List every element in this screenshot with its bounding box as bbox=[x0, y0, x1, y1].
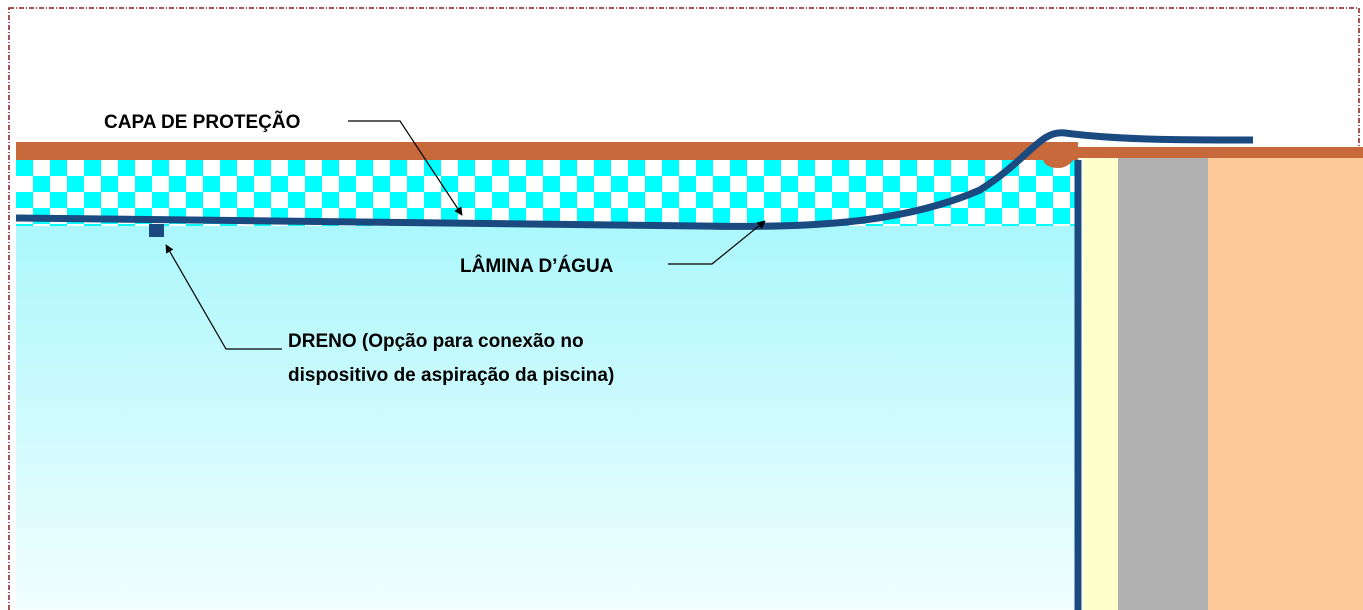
drain-label-line1: DRENO (Opção para conexão no bbox=[288, 331, 584, 352]
water-leader-line bbox=[668, 220, 766, 265]
cover-leader-line bbox=[348, 120, 463, 216]
edge-bead bbox=[1043, 149, 1075, 168]
pool-wall-cream bbox=[1083, 158, 1118, 610]
cover-band bbox=[16, 142, 1078, 160]
pool-water bbox=[16, 160, 1078, 610]
drain-fitting bbox=[149, 224, 164, 237]
ground-soil bbox=[1208, 158, 1363, 610]
pool-wall-gray bbox=[1118, 158, 1208, 610]
deck-band bbox=[1078, 147, 1363, 158]
water-level-label: LÂMINA D’ÁGUA bbox=[460, 255, 614, 277]
cover-label: CAPA DE PROTEÇÃO bbox=[104, 111, 300, 133]
drain-leader-line bbox=[165, 244, 282, 350]
drain-label-line2: dispositivo de aspiração da piscina) bbox=[288, 365, 614, 386]
water-surface-checker bbox=[16, 160, 1078, 226]
floating-blanket bbox=[15, 129, 1254, 230]
